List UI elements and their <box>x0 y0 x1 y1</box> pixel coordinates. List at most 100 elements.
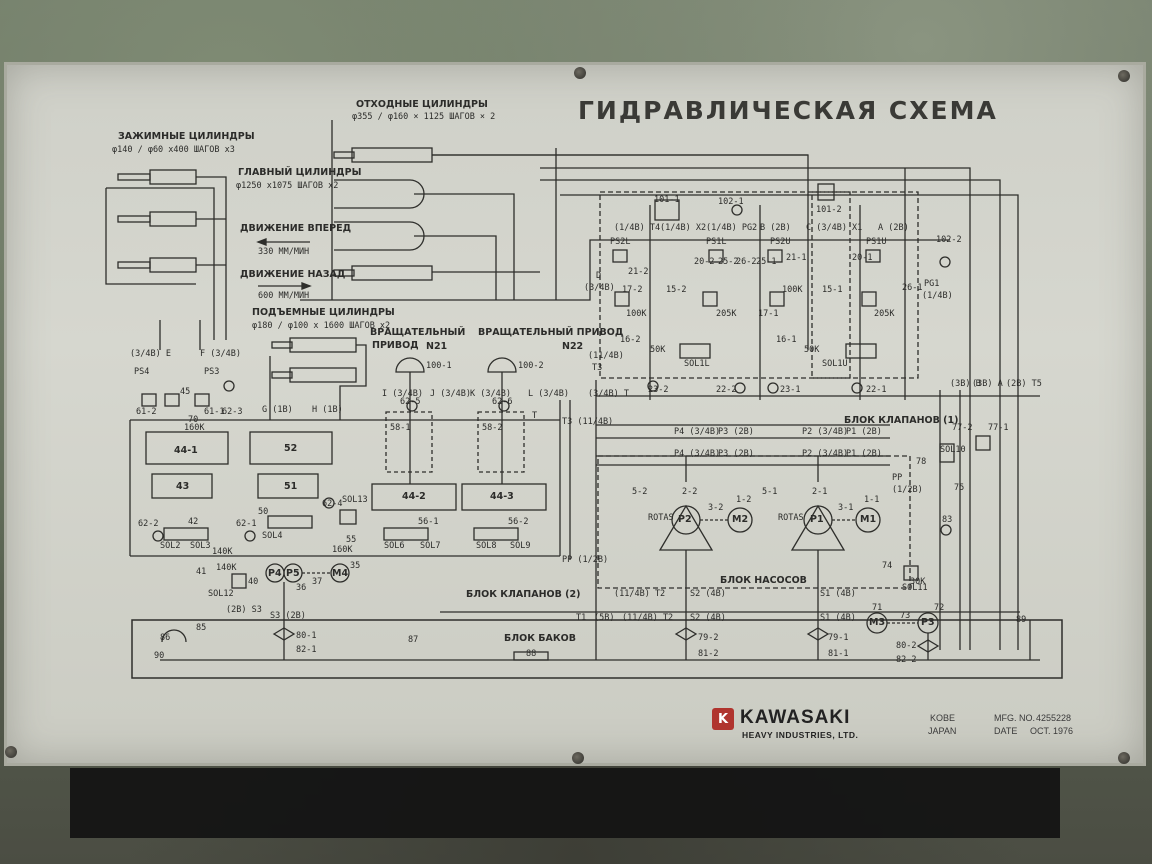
clamp-cylinders <box>105 169 227 350</box>
port-tt3: T3 (11/4B) <box>562 417 614 427</box>
component-90: 90 <box>154 651 165 661</box>
brand-subtitle: HEAVY INDUSTRIES, LTD. <box>742 730 859 740</box>
screw <box>1118 752 1130 764</box>
port-d-size: (3/4B) <box>584 283 615 293</box>
pump-p5-label: P5 <box>286 568 300 579</box>
lift-cylinders <box>269 337 367 420</box>
component-25-2: 25-2 <box>718 257 739 267</box>
component-15-2: 15-2 <box>666 285 687 295</box>
component-55: 55 <box>346 535 357 545</box>
valve-symbols <box>141 183 991 589</box>
backward-label: ДВИЖЕНИЕ НАЗАД <box>240 269 346 280</box>
solenoid-sol12: SOL12 <box>208 589 234 599</box>
port-a: A (2B) <box>878 223 909 233</box>
rotas-1-label: ROTAS <box>648 513 674 523</box>
port-t1: T1 <box>576 613 587 623</box>
schematic-plate <box>4 62 1146 766</box>
pressure-205k-2: 205K <box>716 309 737 319</box>
port-l: L (3/4B) <box>528 389 569 399</box>
component-100-2: 100-2 <box>518 361 544 371</box>
rot-drive-1-label: ВРАЩАТЕЛЬНЫЙ <box>370 327 466 338</box>
component-2-1: 2-1 <box>812 487 828 497</box>
component-16-2: 16-2 <box>620 335 641 345</box>
mfg-label: MFG. NO. <box>994 713 1035 723</box>
component-2-2: 2-2 <box>682 487 698 497</box>
pressure-100k-1: 100K <box>782 285 803 295</box>
port-t2a: (11/4B) T2 <box>614 589 666 599</box>
component-56-1: 56-1 <box>418 517 439 527</box>
rot-drive-2-label: ВРАЩАТЕЛЬНЫЙ ПРИВОД <box>478 327 624 338</box>
component-102-1: 102-1 <box>718 197 744 207</box>
solenoid-sol1u: SOL1U <box>822 359 848 369</box>
country: JAPAN <box>928 726 957 736</box>
return-cylinders-label: ОТХОДНЫЕ ЦИЛИНДРЫ <box>356 99 488 110</box>
component-44-3: 44-3 <box>490 491 514 502</box>
left-valve-blocks <box>129 357 561 557</box>
component-101-1: 101-1 <box>654 195 680 205</box>
component-81-1: 81-1 <box>828 649 849 659</box>
component-56-2: 56-2 <box>508 517 529 527</box>
component-15-1: 15-1 <box>822 285 843 295</box>
port-c: C (3/4B) X1 <box>806 223 863 233</box>
component-5-2: 5-2 <box>632 487 648 497</box>
rot-drive-1-label-2: ПРИВОД <box>372 340 419 351</box>
port-p2b: P2 (3/4B) <box>802 449 849 459</box>
component-74: 74 <box>882 561 893 571</box>
port-k: K (3/4B) <box>470 389 511 399</box>
port-p1b: P1 (2B) <box>846 449 882 459</box>
city: KOBE <box>930 713 956 723</box>
component-16-1: 16-1 <box>776 335 797 345</box>
clamp-cylinders-label: ЗАЖИМНЫЕ ЦИЛИНДРЫ <box>118 131 255 142</box>
gauges <box>152 204 952 542</box>
date-label: DATE <box>994 726 1018 736</box>
component-62-5: 62-5 <box>400 397 421 407</box>
lift-cylinders-label: ПОДЪЕМНЫЕ ЦИЛИНДРЫ <box>252 307 395 318</box>
port-p2a: P2 (3/4B) <box>802 427 849 437</box>
component-25-1: 25-1 <box>756 257 777 267</box>
brand-name: KAWASAKI <box>740 707 851 728</box>
pressure-140k-2: 140K <box>216 563 237 573</box>
rot-drive-2-number: N22 <box>562 341 584 352</box>
screw <box>1118 70 1130 82</box>
component-5-1: 5-1 <box>762 487 778 497</box>
port-t3: T3 <box>592 363 603 373</box>
component-26-2: 26-2 <box>736 257 757 267</box>
solenoid-sol11: SOL11 <box>902 583 928 593</box>
port-d: D <box>596 271 602 281</box>
motor-m4-label: M4 <box>332 568 349 579</box>
port-t1-size: (5B) <box>594 613 615 623</box>
component-101-2: 101-2 <box>816 205 842 215</box>
component-62-4: 62-4 <box>322 499 343 509</box>
component-61-2: 61-2 <box>136 407 157 417</box>
port-b3: (3B) B <box>950 379 981 389</box>
forward-speed: 330 ММ/МИН <box>258 247 310 257</box>
component-37: 37 <box>312 577 323 587</box>
component-89: 89 <box>1016 615 1027 625</box>
pressure-160k-2: 160K <box>332 545 353 555</box>
pressure-100k-2: 100K <box>626 309 647 319</box>
pressure-70: 70 <box>188 415 199 425</box>
motor-m3-label: M3 <box>869 617 886 628</box>
clamp-cylinders-spec: φ140 / φ60 х400 ШАГОВ х3 <box>112 145 235 155</box>
rotas-2-label: ROTAS <box>778 513 804 523</box>
component-21-1: 21-1 <box>786 253 807 263</box>
pump-p1-label: P1 <box>810 514 824 525</box>
solenoid-sol8: SOL8 <box>476 541 497 551</box>
component-50: 50 <box>258 507 269 517</box>
component-43: 43 <box>176 481 190 492</box>
solenoid-sol1l: SOL1L <box>684 359 710 369</box>
port-pg1-size: (1/4B) <box>922 291 953 301</box>
kawasaki-logo-icon: K <box>712 708 734 730</box>
mfg-number: 4255228 <box>1036 713 1072 723</box>
port-pp: PP <box>892 473 903 483</box>
pressure-50k-1: 50K <box>804 345 820 355</box>
component-40: 40 <box>248 577 259 587</box>
solenoid-sol13: SOL13 <box>342 495 368 505</box>
port-s1a: S1 (4B) <box>820 589 856 599</box>
component-82-2: 82-2 <box>896 655 917 665</box>
component-26-1: 26-1 <box>902 283 923 293</box>
port-t5: (2B) T5 <box>1006 379 1042 389</box>
pressure-switch-ps2l: PS2L <box>610 237 631 247</box>
pressure-switch-ps1l: PS1L <box>706 237 727 247</box>
